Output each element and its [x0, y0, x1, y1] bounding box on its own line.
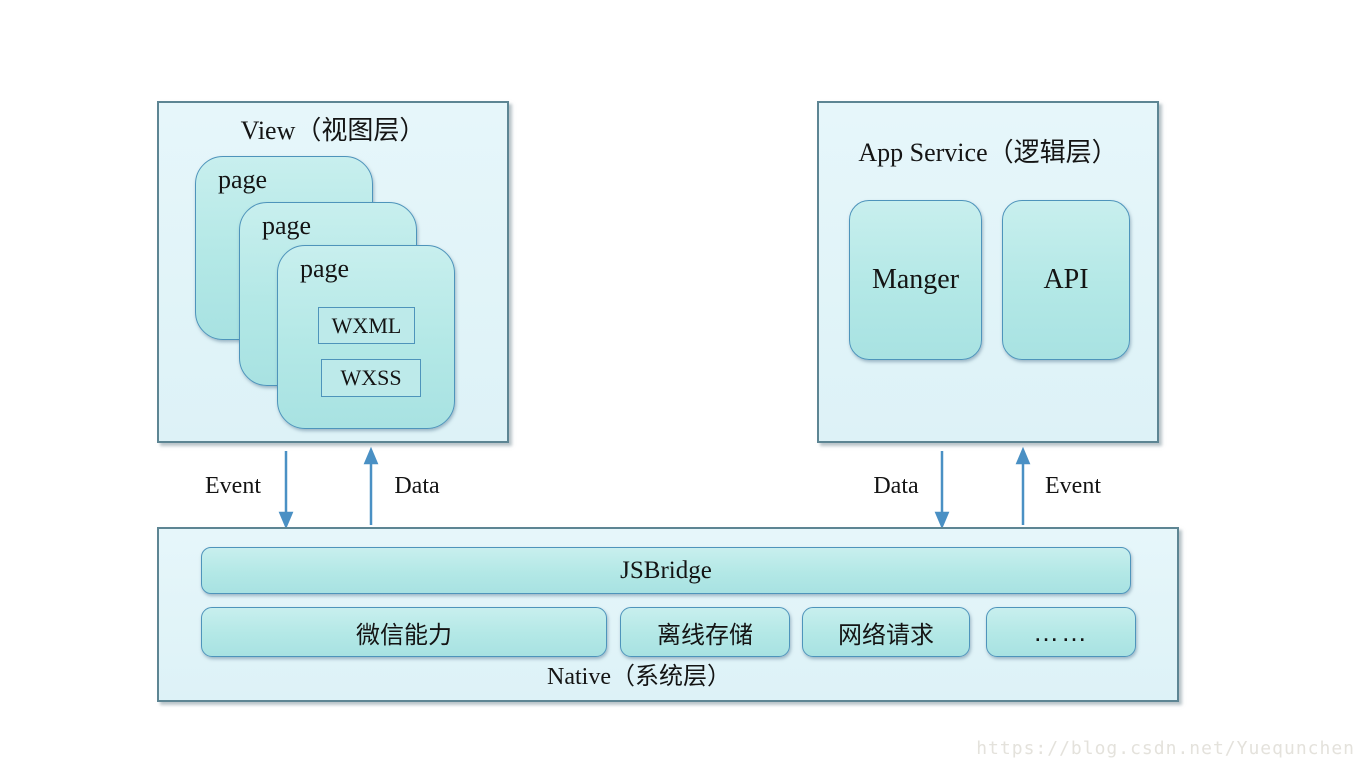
arrowhead-up-left-icon — [363, 446, 379, 465]
view-layer-box: View（视图层） page page page WXML WXSS — [157, 101, 509, 443]
capability-wechat: 微信能力 — [201, 607, 607, 657]
data-label-right: Data — [873, 473, 919, 499]
api-card: API — [1002, 200, 1130, 360]
app-service-layer-box: App Service（逻辑层） Manger API — [817, 101, 1159, 443]
watermark-url: https://blog.csdn.net/Yuequnchen — [976, 738, 1355, 759]
capability-offline-storage: 离线存储 — [620, 607, 790, 657]
jsbridge-bar: JSBridge — [201, 547, 1131, 594]
arrowhead-up-right-icon — [1015, 446, 1031, 465]
wxml-box: WXML — [318, 307, 415, 344]
wxss-box: WXSS — [321, 359, 421, 397]
arrowhead-down-right-icon — [934, 511, 950, 530]
page-label: page — [218, 165, 268, 194]
manger-card: Manger — [849, 200, 982, 360]
data-label-left: Data — [394, 473, 440, 499]
native-layer-box: JSBridge 微信能力 离线存储 网络请求 …… Native（系统层） — [157, 527, 1179, 702]
page-label: page — [300, 254, 350, 283]
capability-network-request: 网络请求 — [802, 607, 970, 657]
app-service-layer-title: App Service（逻辑层） — [858, 138, 1118, 167]
page-label: page — [262, 211, 312, 240]
page-card-front: page WXML WXSS — [277, 245, 455, 429]
event-label-left: Event — [205, 473, 261, 499]
view-layer-title: View（视图层） — [240, 116, 426, 145]
arrowhead-down-left-icon — [278, 511, 294, 530]
event-label-right: Event — [1045, 473, 1101, 499]
native-layer-title: Native（系统层） — [547, 664, 731, 690]
capability-ellipsis: …… — [986, 607, 1136, 657]
